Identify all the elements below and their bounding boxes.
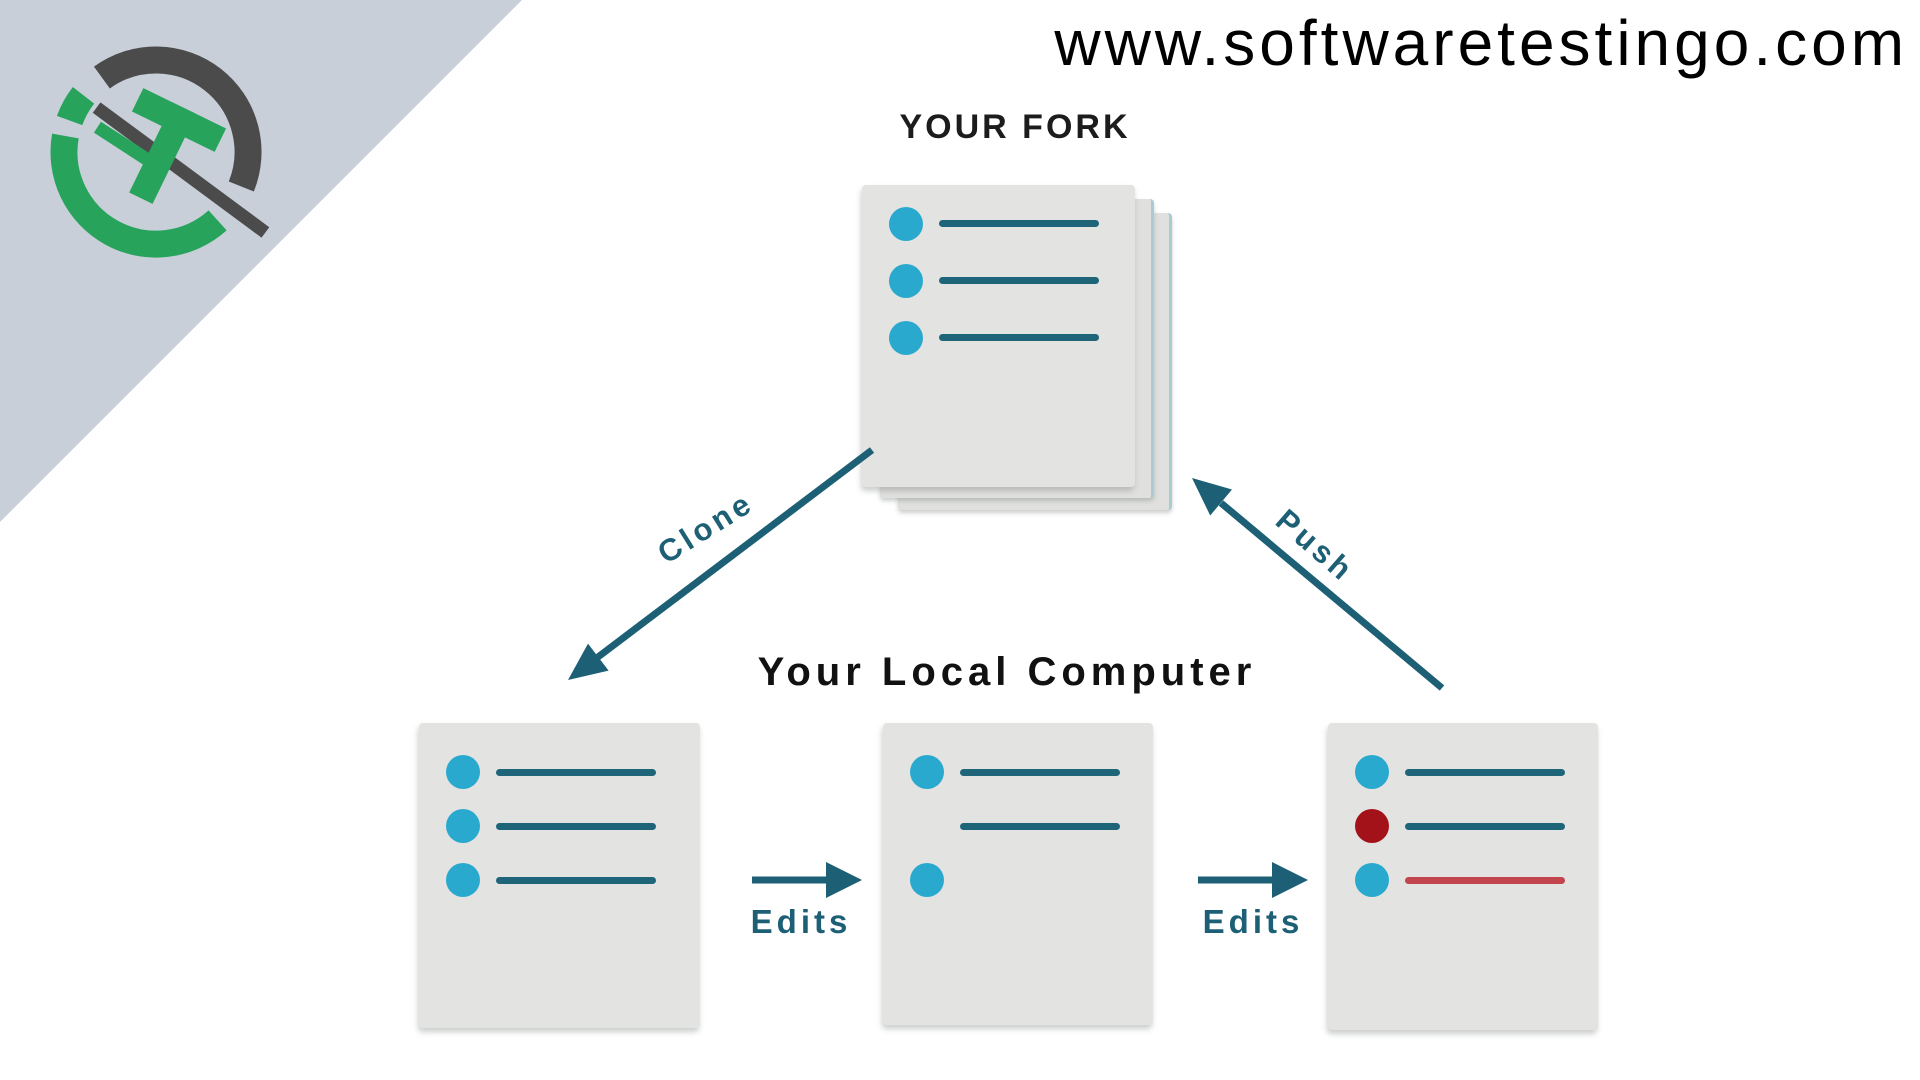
teal-text-line	[939, 334, 1099, 341]
blue-bullet-icon	[910, 863, 944, 897]
clone-arrow	[568, 447, 875, 680]
blue-bullet-icon	[446, 809, 480, 843]
empty-bullet-slot	[910, 809, 944, 843]
document-row	[419, 745, 700, 799]
document-row	[419, 853, 700, 907]
teal-text-line	[960, 768, 1120, 776]
fork-title: YOUR FORK	[899, 108, 1131, 146]
teal-text-line	[496, 822, 656, 830]
local-document-edit-2	[1328, 723, 1598, 1030]
teal-text-line	[496, 876, 656, 884]
blue-bullet-icon	[1355, 863, 1389, 897]
empty-line-slot	[960, 877, 1120, 884]
red-text-line	[1405, 876, 1565, 884]
teal-text-line	[960, 822, 1120, 830]
website-watermark: www.softwaretestingo.com	[1054, 7, 1908, 79]
edits-label-2: Edits	[1202, 903, 1304, 940]
document-row	[883, 853, 1153, 907]
document-row	[883, 799, 1153, 853]
teal-text-line	[1405, 768, 1565, 776]
document-row	[1328, 745, 1598, 799]
edits-label-1: Edits	[750, 903, 852, 940]
fork-document	[862, 185, 1135, 487]
edits-arrow-1	[752, 862, 862, 898]
blue-bullet-icon	[1355, 755, 1389, 789]
push-arrow-label: Push	[1269, 502, 1362, 589]
clone-arrow-label: Clone	[651, 484, 761, 571]
local-document-edit-1	[883, 723, 1153, 1025]
document-row	[862, 195, 1135, 252]
teal-text-line	[496, 768, 656, 776]
red-bullet-icon	[1355, 809, 1389, 843]
teal-text-line	[1405, 822, 1565, 830]
blue-bullet-icon	[910, 755, 944, 789]
document-row	[883, 745, 1153, 799]
document-row	[862, 252, 1135, 309]
document-row	[1328, 799, 1598, 853]
teal-text-line	[939, 277, 1099, 284]
blue-bullet-icon	[889, 320, 923, 355]
local-computer-title: Your Local Computer	[757, 650, 1257, 694]
document-row	[419, 799, 700, 853]
blue-bullet-icon	[889, 263, 923, 298]
blue-bullet-icon	[446, 755, 480, 789]
softwaretestingo-logo-icon	[50, 46, 270, 258]
local-document-original	[419, 723, 700, 1028]
teal-text-line	[939, 220, 1099, 227]
document-row	[862, 309, 1135, 366]
edits-arrow-2	[1198, 862, 1308, 898]
blue-bullet-icon	[889, 206, 923, 241]
blue-bullet-icon	[446, 863, 480, 897]
document-row	[1328, 853, 1598, 907]
